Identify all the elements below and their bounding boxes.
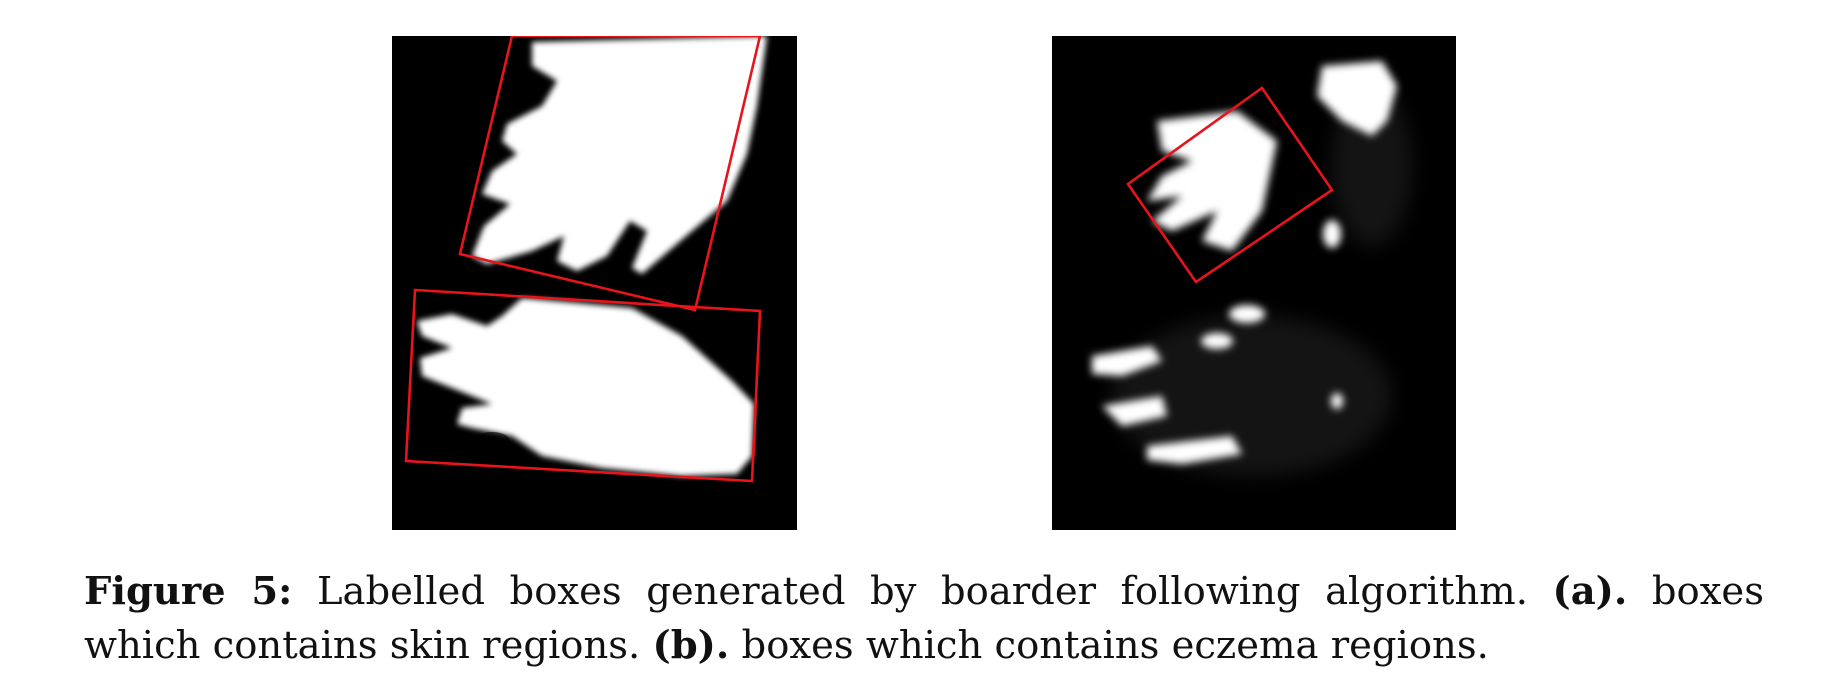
eczema-box <box>1126 86 1334 284</box>
skin-box-upper <box>458 36 762 312</box>
caption-text-b: boxes which contains eczema regions. <box>741 623 1489 668</box>
skin-bounding-boxes <box>404 36 762 483</box>
panel-b-eczema-mask <box>1052 36 1456 530</box>
subfigure-label-b: (b). <box>652 623 730 668</box>
skin-box-lower <box>404 288 762 483</box>
subfigure-label-a: (a). <box>1552 569 1628 614</box>
hand-mask-shadow <box>474 432 510 450</box>
eczema-mask-image <box>1092 61 1412 476</box>
panel-a-skin-mask <box>392 36 797 530</box>
eczema-faint-region <box>1112 86 1412 476</box>
figure-caption: Figure 5: Labelled boxes generated by bo… <box>84 565 1764 673</box>
hand-mask-bottom <box>417 298 754 476</box>
hand-mask-top <box>472 36 767 274</box>
caption-text-a: boxes which contains skin regions. <box>84 569 1764 668</box>
skin-mask-image <box>404 36 767 483</box>
caption-text-main: Labelled boxes generated by boarder foll… <box>316 569 1528 614</box>
figure-label: Figure 5: <box>84 569 293 614</box>
eczema-bounding-boxes <box>1126 86 1334 284</box>
